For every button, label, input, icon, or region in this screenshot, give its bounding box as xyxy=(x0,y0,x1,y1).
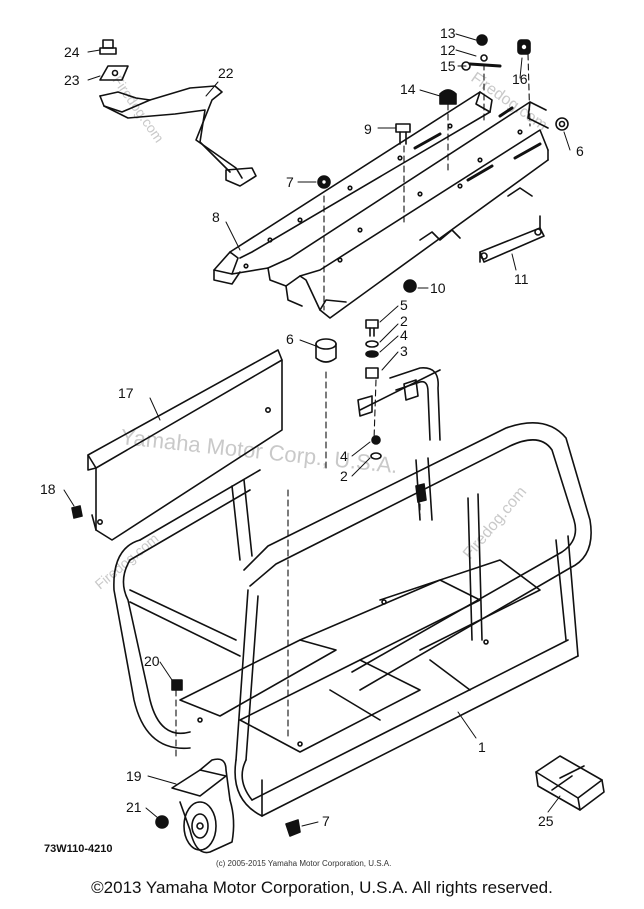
callout-2-upper: 2 xyxy=(400,313,408,329)
callout-19: 19 xyxy=(126,768,142,784)
diagram-small-copyright: (c) 2005-2015 Yamaha Motor Corporation, … xyxy=(216,859,391,868)
callout-12: 12 xyxy=(440,42,456,58)
callout-18: 18 xyxy=(40,481,56,497)
callout-17: 17 xyxy=(118,385,134,401)
assembly-guide-lines xyxy=(175,53,531,761)
footer-copyright: ©2013 Yamaha Motor Corporation, U.S.A. A… xyxy=(91,878,553,897)
callout-16: 16 xyxy=(512,71,528,87)
callout-6-right: 6 xyxy=(576,143,584,159)
callout-11: 11 xyxy=(514,271,529,287)
hardware-small-parts xyxy=(71,34,569,837)
item-part-25 xyxy=(535,755,605,811)
callout-25: 25 xyxy=(538,813,554,829)
caster-part-19 xyxy=(171,758,235,854)
callout-13: 13 xyxy=(440,25,456,41)
callout-7-bottom: 7 xyxy=(322,813,330,829)
callout-labels: 24 23 22 13 12 15 16 14 9 6 7 8 10 11 5 … xyxy=(40,25,584,829)
callout-1: 1 xyxy=(478,739,486,755)
callout-23: 23 xyxy=(64,72,80,88)
callout-4-upper: 4 xyxy=(400,327,408,343)
plate-part-23 xyxy=(99,65,129,81)
cover-panel-part-17 xyxy=(87,349,283,541)
bolt-part-24 xyxy=(99,39,117,55)
callout-20: 20 xyxy=(144,653,160,669)
watermark-site-top: Firedog.com xyxy=(468,69,551,134)
callout-7-top: 7 xyxy=(286,174,294,190)
frame-part-1 xyxy=(113,367,592,817)
callout-10: 10 xyxy=(430,280,446,296)
callout-3: 3 xyxy=(400,343,408,359)
callout-22: 22 xyxy=(218,65,234,81)
callout-4-lower: 4 xyxy=(340,448,348,464)
bracket-part-11 xyxy=(479,215,545,263)
callout-8: 8 xyxy=(212,209,220,225)
callout-leader-lines xyxy=(63,33,571,827)
diagram-part-number: 73W110-4210 xyxy=(44,843,113,855)
callout-24: 24 xyxy=(64,44,80,60)
watermark-site-mid: Firedog.com xyxy=(92,530,162,592)
mount-bracket-part-8 xyxy=(213,91,549,319)
watermark-site-left: Firedog.com xyxy=(110,73,168,146)
callout-5: 5 xyxy=(400,297,408,313)
callout-9: 9 xyxy=(364,121,372,137)
callout-6-left: 6 xyxy=(286,331,294,347)
callout-15: 15 xyxy=(440,58,456,74)
callout-21: 21 xyxy=(126,799,142,815)
callout-16: 14 xyxy=(400,81,416,97)
watermark-site-right: Firedog.com xyxy=(460,484,530,563)
callout-2-lower: 2 xyxy=(340,468,348,484)
